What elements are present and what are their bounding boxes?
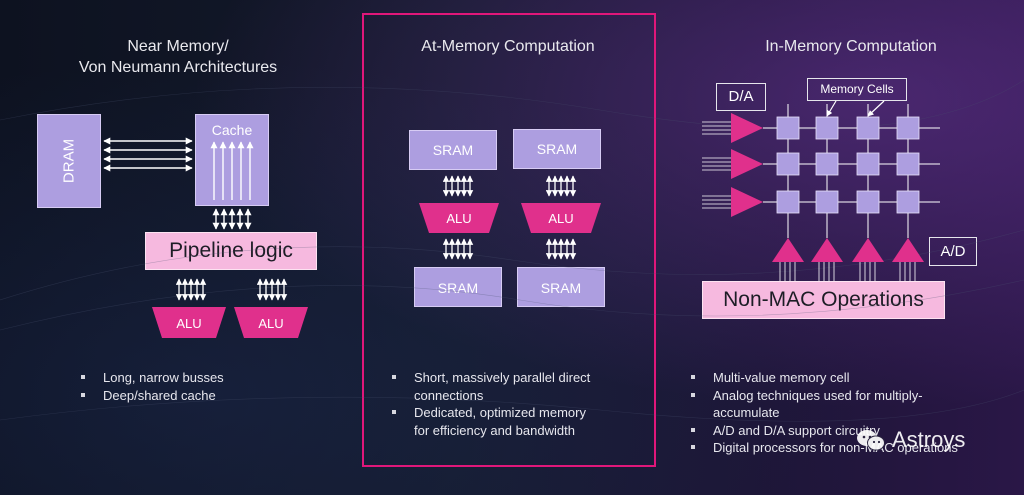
- ad-output-lines: [779, 262, 916, 281]
- sram-label: SRAM: [437, 280, 479, 296]
- alu-label: ALU: [446, 211, 471, 226]
- ad-label: A/D: [940, 243, 966, 260]
- left-title-line1: Near Memory/: [127, 38, 229, 55]
- da-input-lines: [702, 121, 731, 209]
- pipeline-logic-box: Pipeline logic: [145, 232, 317, 270]
- bullet-item: A/D and D/A support circuitry: [691, 422, 958, 440]
- bullet-line: Short, massively parallel direct: [414, 370, 591, 385]
- non-mac-operations-label: Non-MAC Operations: [723, 288, 924, 311]
- memory-cell-grid: [776, 116, 920, 214]
- sram-label: SRAM: [432, 142, 474, 158]
- bullet-line: connections: [414, 387, 484, 403]
- bullet-item: Digital processors for non-MAC operation…: [691, 439, 958, 457]
- sram-block-top-right: SRAM: [513, 129, 601, 169]
- sram-alu-bus: [442, 175, 577, 260]
- bullet-item: Long, narrow busses: [81, 369, 224, 387]
- right-bullets: Multi-value memory cell Analog technique…: [691, 369, 958, 457]
- da-label: D/A: [728, 88, 754, 105]
- alu-middle-2: ALU: [521, 203, 601, 233]
- alu-left-2: ALU: [234, 307, 308, 338]
- watermark: Astroys: [856, 427, 965, 453]
- da-amplifiers: [731, 113, 763, 217]
- alu-label: ALU: [548, 211, 573, 226]
- sram-block-bottom-left: SRAM: [414, 267, 502, 307]
- ad-amplifiers: [772, 238, 924, 262]
- alu-label: ALU: [176, 316, 201, 331]
- ad-label-box: A/D: [929, 237, 977, 266]
- bullet-item: Deep/shared cache: [81, 387, 224, 405]
- alu-middle-1: ALU: [419, 203, 499, 233]
- dram-cache-bus: [103, 137, 193, 172]
- bullet-line: Dedicated, optimized memory: [414, 405, 586, 420]
- watermark-text: Astroys: [892, 427, 966, 452]
- bullet-line: accumulate: [713, 405, 780, 420]
- non-mac-operations-box: Non-MAC Operations: [702, 281, 945, 319]
- alu-left-1: ALU: [152, 307, 226, 338]
- bullet-item: Dedicated, optimized memory for efficienc…: [392, 404, 590, 439]
- pipeline-alu-bus: [175, 278, 288, 301]
- dram-block: DRAM: [37, 114, 101, 208]
- sram-label: SRAM: [536, 141, 578, 157]
- bullet-line: for efficiency and bandwidth: [414, 422, 575, 438]
- middle-bullets: Short, massively parallel direct connecti…: [392, 369, 590, 439]
- cache-internal-bus: [210, 141, 254, 200]
- left-title-line2: Von Neumann Architectures: [78, 59, 278, 76]
- left-bullets: Long, narrow busses Deep/shared cache: [81, 369, 224, 404]
- cache-pipeline-bus: [212, 208, 252, 230]
- wechat-icon: [856, 428, 886, 452]
- pipeline-logic-label: Pipeline logic: [169, 239, 293, 262]
- cache-block: Cache: [195, 114, 269, 206]
- bullet-item: Analog techniques used for multiply-accu…: [691, 387, 958, 422]
- da-label-box: D/A: [716, 83, 766, 111]
- memory-cells-label: Memory Cells: [820, 82, 894, 96]
- bullet-item: Multi-value memory cell: [691, 369, 958, 387]
- memory-cells-pointer: [826, 100, 885, 117]
- bullet-line: Analog techniques used for multiply-: [713, 387, 923, 403]
- bullet-item: Short, massively parallel direct connecti…: [392, 369, 590, 404]
- highlight-frame: [362, 13, 656, 467]
- memory-cells-callout: Memory Cells: [807, 78, 907, 101]
- right-title: In-Memory Computation: [765, 38, 937, 55]
- cache-label: Cache: [211, 122, 253, 138]
- sram-block-bottom-right: SRAM: [517, 267, 605, 307]
- sram-label: SRAM: [540, 280, 582, 296]
- sram-block-top-left: SRAM: [409, 130, 497, 170]
- alu-label: ALU: [258, 316, 283, 331]
- middle-title: At-Memory Computation: [421, 38, 595, 55]
